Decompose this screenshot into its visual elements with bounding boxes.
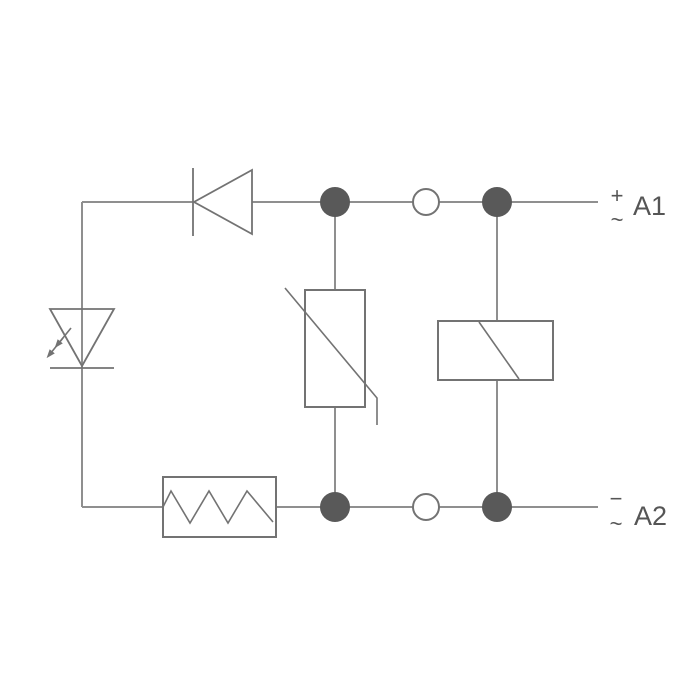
a2-ac-sign: ~ [610,511,623,536]
components [46,168,554,538]
led [46,308,116,369]
led-triangle [48,308,116,368]
junction-dot [482,492,512,522]
terminal-a2-label: A2 [634,501,667,531]
a2-minus-sign: − [610,486,623,511]
resistor-zigzag [162,489,274,525]
led-emission-arrows [46,327,72,359]
a1-ac-sign: ~ [611,207,624,232]
open-terminal-group [412,188,440,521]
open-terminal-circle [412,493,440,521]
relay-coil-diagonal [478,321,520,380]
led-arrowhead-icon [46,349,55,359]
terminal-labels: + ~ A1 − ~ A2 [610,183,667,536]
junction-dot [320,492,350,522]
resistor [162,476,277,538]
open-terminals [412,188,440,521]
open-terminal-circle [412,188,440,216]
junction-dots [320,187,512,522]
junction-dot [320,187,350,217]
terminal-a1-label: A1 [633,191,666,221]
varistor-diagonal [284,287,378,425]
resistor-body [162,476,277,538]
junction-dot [482,187,512,217]
varistor [284,287,378,425]
diode-triangle [192,168,253,236]
a1-plus-sign: + [611,183,624,208]
relay-coil [437,320,554,381]
relay-coil-body [437,320,554,381]
diode [192,168,253,236]
